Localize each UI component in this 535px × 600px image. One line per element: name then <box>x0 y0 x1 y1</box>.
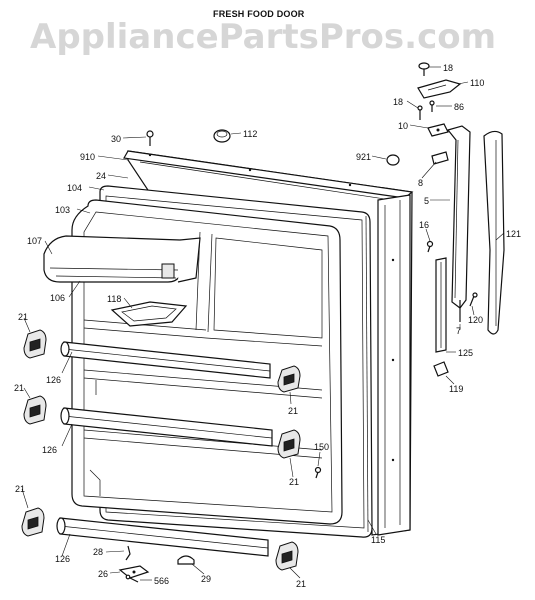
callout-119: 119 <box>449 384 463 394</box>
screw-16 <box>426 240 434 253</box>
callout-112: 112 <box>243 129 257 139</box>
callout-21-left-2: 21 <box>14 383 24 393</box>
dairy-door <box>43 235 201 283</box>
screw-86 <box>429 100 435 112</box>
bracket-26 <box>118 565 150 579</box>
callout-910: 910 <box>80 152 95 162</box>
callout-118: 118 <box>107 294 121 304</box>
callout-5: 5 <box>424 196 429 206</box>
shelf-end-cap-right-2 <box>277 429 301 459</box>
callout-28: 28 <box>93 547 103 557</box>
callout-115: 115 <box>371 535 385 545</box>
shelf-end-cap-left-2 <box>23 395 47 425</box>
bushing-119 <box>433 361 449 377</box>
watermark: AppliancePartsPros.com <box>30 17 496 57</box>
callout-29: 29 <box>201 574 211 584</box>
callout-566: 566 <box>154 576 169 586</box>
door-shelf-top <box>60 341 271 379</box>
callout-110: 110 <box>470 78 484 88</box>
callout-103: 103 <box>55 205 70 215</box>
callout-120: 120 <box>468 315 483 325</box>
callout-126-top: 126 <box>46 375 61 385</box>
hinge-plate-10 <box>427 123 449 137</box>
shelf-end-cap-right-1 <box>277 365 301 393</box>
handle-5 <box>446 125 471 309</box>
cap-29 <box>177 555 195 565</box>
callout-126-middle: 126 <box>42 445 57 455</box>
callout-150: 150 <box>314 442 329 452</box>
callout-921: 921 <box>356 152 371 162</box>
callout-18-lower: 18 <box>393 97 403 107</box>
screw-150 <box>314 466 322 479</box>
hinge-rail-125 <box>435 257 447 353</box>
shelf-end-cap-left-3 <box>21 507 45 537</box>
callout-126-bottom: 126 <box>55 554 70 564</box>
callout-21-left-1: 21 <box>18 312 28 322</box>
callout-107: 107 <box>27 236 42 246</box>
handle-trim-121 <box>483 130 505 335</box>
door-shelf-middle <box>60 407 273 447</box>
plug-921 <box>386 154 400 166</box>
plug-112 <box>213 129 231 143</box>
callout-10: 10 <box>398 121 408 131</box>
hinge-cover-110 <box>417 79 462 99</box>
butter-tray <box>110 301 188 327</box>
callout-21-right-2: 21 <box>289 477 299 487</box>
callout-7: 7 <box>456 326 461 336</box>
callout-21-right-1: 21 <box>288 406 298 416</box>
leader-lines <box>21 66 505 581</box>
callout-labels: 18 110 18 86 10 30 112 910 921 24 8 104 … <box>14 63 521 589</box>
callout-18-top: 18 <box>443 63 453 73</box>
callout-30: 30 <box>111 134 121 144</box>
shelf-end-cap-left-1 <box>23 329 47 359</box>
screw-18-lower <box>417 105 423 120</box>
callout-121: 121 <box>506 229 521 239</box>
callout-86: 86 <box>454 102 464 112</box>
screw-30 <box>146 130 154 146</box>
callout-16: 16 <box>419 220 429 230</box>
callout-26: 26 <box>98 569 108 579</box>
diagram-title: FRESH FOOD DOOR <box>213 9 305 19</box>
callout-24: 24 <box>96 171 106 181</box>
callout-21-left-3: 21 <box>15 484 25 494</box>
callout-125: 125 <box>458 348 473 358</box>
callout-21-right-3: 21 <box>296 579 306 589</box>
screw-566 <box>125 574 139 583</box>
callout-104: 104 <box>67 183 82 193</box>
shelf-end-cap-right-3 <box>275 541 299 571</box>
callout-106: 106 <box>50 293 65 303</box>
door-shelf-bottom <box>56 517 269 557</box>
hinge-bracket-8 <box>431 151 449 165</box>
clip-28 <box>125 545 131 561</box>
screw-18-top <box>418 62 430 76</box>
callout-8: 8 <box>418 178 423 188</box>
screw-120 <box>469 292 478 307</box>
